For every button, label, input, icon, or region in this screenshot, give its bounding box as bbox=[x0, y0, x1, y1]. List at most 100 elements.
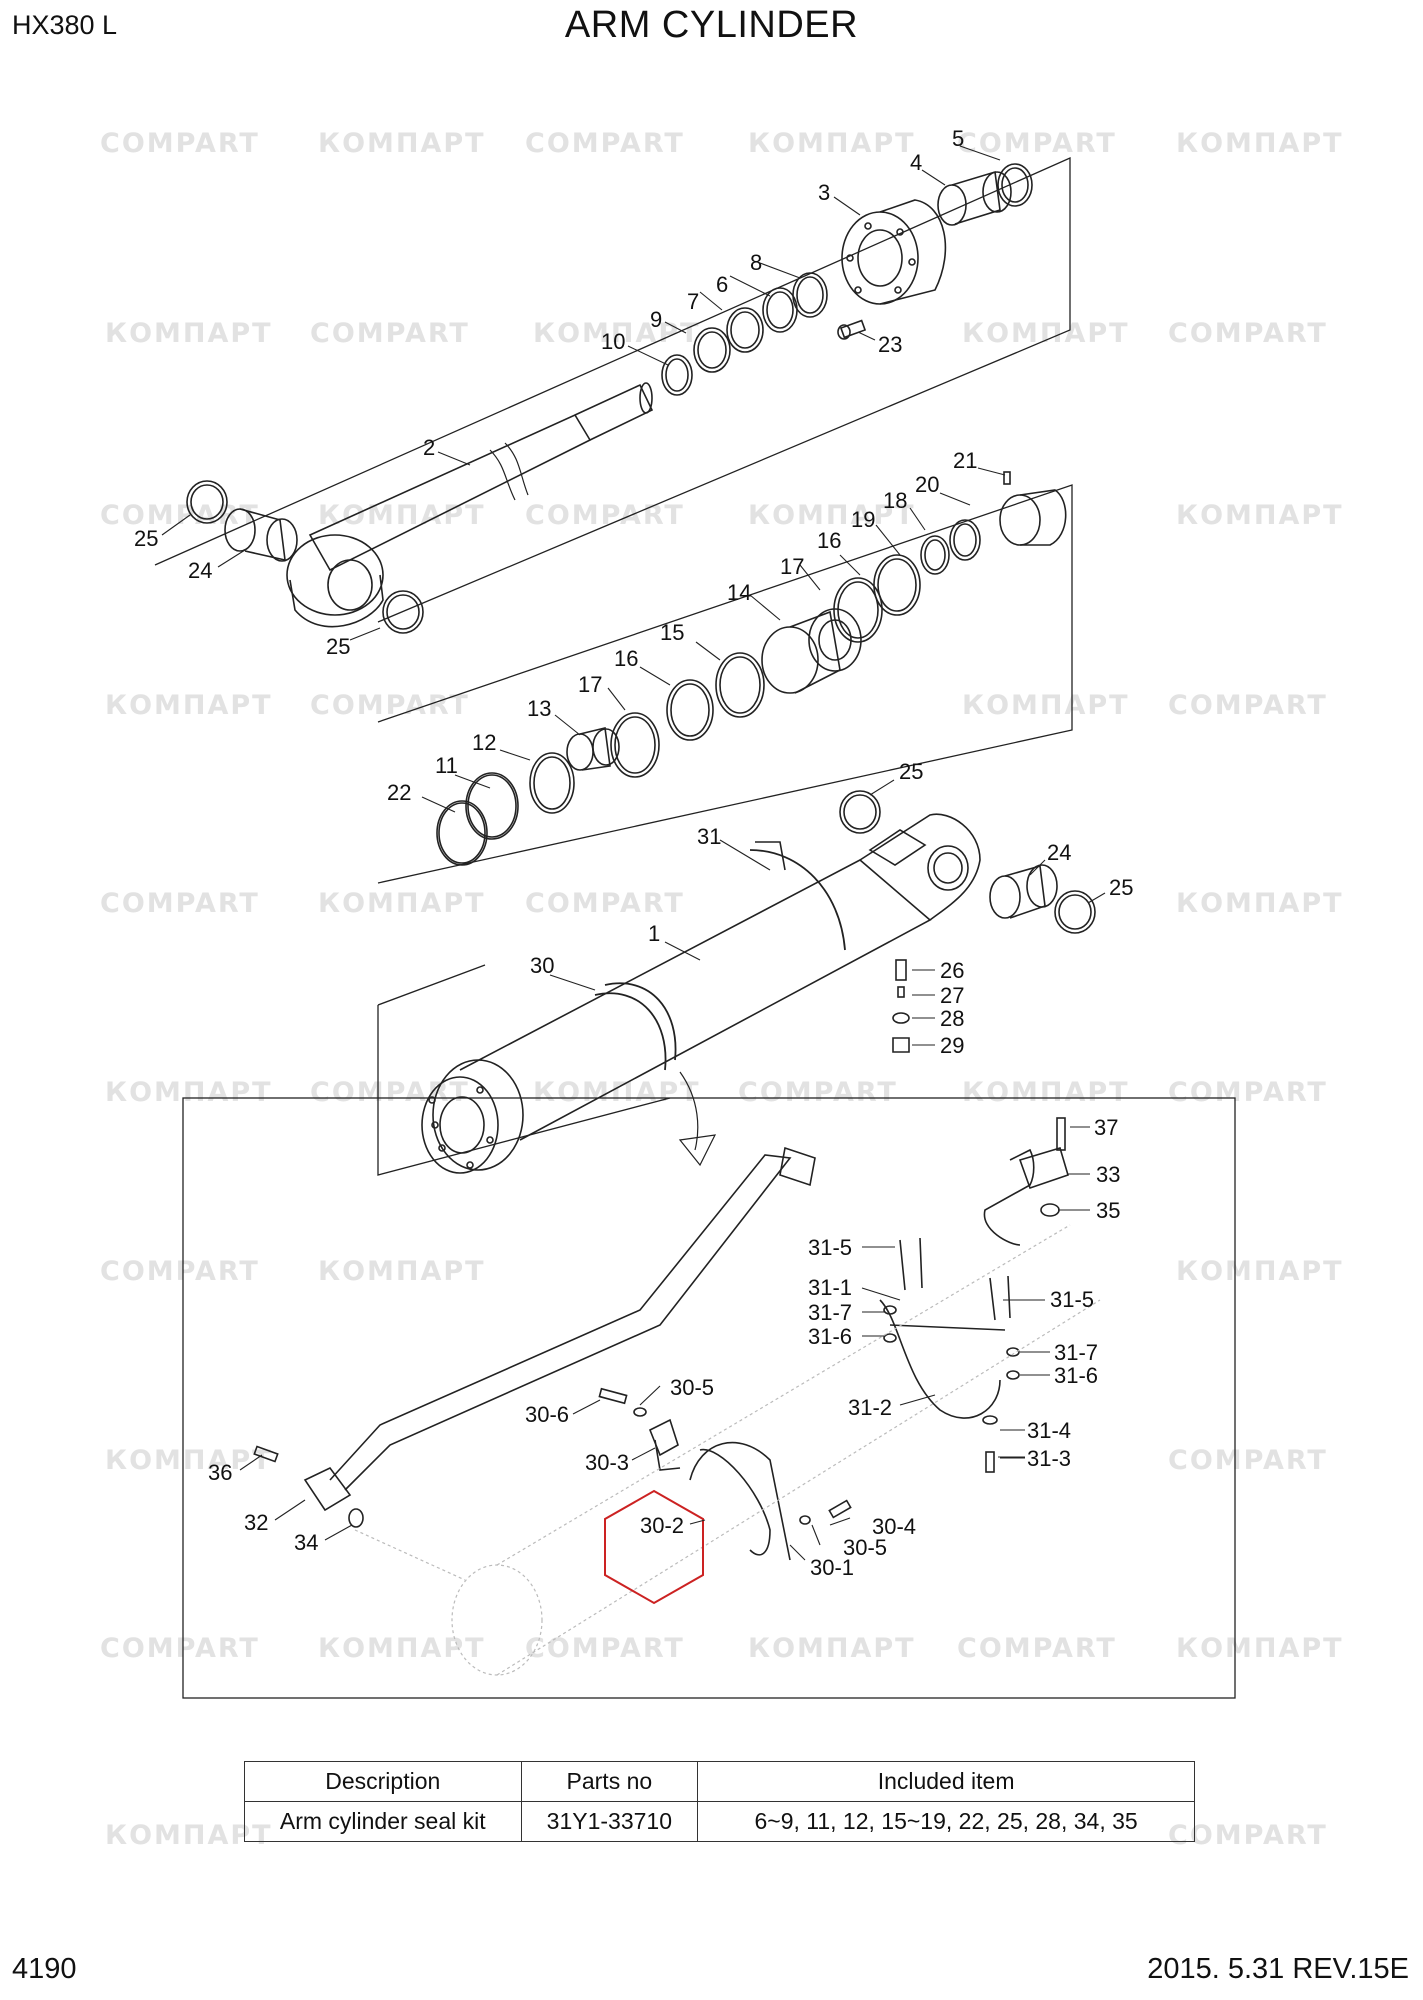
watermark-text: COMPART bbox=[525, 888, 685, 919]
rod-cover bbox=[841, 199, 947, 305]
callout: 23 bbox=[878, 332, 902, 357]
watermark-text: КОМПАРТ bbox=[318, 128, 486, 159]
watermark-text: КОМПАРТ bbox=[533, 1077, 701, 1108]
callout: 36 bbox=[208, 1460, 232, 1485]
callout: 1 bbox=[648, 921, 660, 946]
callout: 31-6 bbox=[808, 1324, 852, 1349]
highlight-hexagon bbox=[604, 1489, 704, 1605]
table-header-row: Description Parts no Included item bbox=[244, 1761, 1195, 1802]
callout: 16 bbox=[817, 528, 841, 553]
callout: 30-5 bbox=[843, 1535, 887, 1560]
watermark-text: COMPART bbox=[100, 888, 260, 919]
callout: 4 bbox=[910, 150, 922, 175]
callout: 2 bbox=[423, 435, 435, 460]
callout: 25 bbox=[134, 526, 158, 551]
callout: 30 bbox=[530, 953, 554, 978]
piston-assembly bbox=[436, 471, 1067, 866]
watermark-text: КОМПАРТ bbox=[318, 888, 486, 919]
clamp-31-detail bbox=[879, 1237, 1020, 1473]
watermark-text: COMPART bbox=[957, 1633, 1117, 1664]
watermark-text: COMPART bbox=[100, 128, 260, 159]
watermark-text: COMPART bbox=[525, 128, 685, 159]
callout: 30-4 bbox=[872, 1514, 916, 1539]
leader-lines bbox=[161, 145, 1106, 1561]
callout: 17 bbox=[780, 554, 804, 579]
clamp-band-30-31 bbox=[594, 841, 846, 1071]
callout: 25 bbox=[1109, 875, 1133, 900]
callout: 17 bbox=[578, 672, 602, 697]
revision-date: 2015. 5.31 REV.15E bbox=[1147, 1953, 1409, 1985]
callout: 27 bbox=[940, 983, 964, 1008]
callout: 30-6 bbox=[525, 1402, 569, 1427]
callout: 24 bbox=[188, 558, 212, 583]
callout: 31-4 bbox=[1027, 1418, 1071, 1443]
watermark-text: COMPART bbox=[1168, 318, 1328, 349]
watermark-text: КОМПАРТ bbox=[962, 1077, 1130, 1108]
cell-parts-no: 31Y1-33710 bbox=[520, 1801, 699, 1842]
callout: 31-1 bbox=[808, 1275, 852, 1300]
watermark-text: COMPART bbox=[1168, 1445, 1328, 1476]
watermark-text: КОМПАРТ bbox=[533, 318, 701, 349]
watermark-text: КОМПАРТ bbox=[105, 1077, 273, 1108]
callout: 9 bbox=[650, 307, 662, 332]
watermark-text: КОМПАРТ bbox=[1176, 1633, 1344, 1664]
callout: 7 bbox=[687, 289, 699, 314]
column-header-parts-no: Parts no bbox=[520, 1761, 699, 1802]
callout: 16 bbox=[614, 646, 638, 671]
watermark-text: КОМПАРТ bbox=[1176, 128, 1344, 159]
callout: 34 bbox=[294, 1530, 318, 1555]
callout: 15 bbox=[660, 620, 684, 645]
watermark-text: COMPART bbox=[100, 500, 260, 531]
bolt-23 bbox=[837, 319, 867, 340]
callout: 18 bbox=[883, 488, 907, 513]
watermark-text: КОМПАРТ bbox=[105, 690, 273, 721]
rod-end-bushing bbox=[186, 480, 424, 634]
grease-fittings-26-29 bbox=[892, 959, 910, 1053]
watermark-text: COMPART bbox=[310, 318, 470, 349]
callout: 21 bbox=[953, 448, 977, 473]
watermark-text: COMPART bbox=[738, 1077, 898, 1108]
callout: 31-5 bbox=[1050, 1287, 1094, 1312]
snap-ring-5 bbox=[997, 163, 1033, 207]
piston-rod bbox=[286, 382, 654, 628]
callout: 11 bbox=[435, 753, 458, 778]
column-header-included-item: Included item bbox=[697, 1761, 1195, 1802]
callout: 33 bbox=[1096, 1162, 1120, 1187]
pipe-flange-25-24 bbox=[839, 790, 1096, 934]
callout: 29 bbox=[940, 1033, 964, 1058]
watermark-text: КОМПАРТ bbox=[748, 500, 916, 531]
seal-rings-6-10 bbox=[661, 272, 828, 396]
callout: 26 bbox=[940, 958, 964, 983]
cell-included-item: 6~9, 11, 12, 15~19, 22, 25, 28, 34, 35 bbox=[697, 1801, 1195, 1842]
callout: 30-3 bbox=[585, 1450, 629, 1475]
callout: 37 bbox=[1094, 1115, 1118, 1140]
callout: 14 bbox=[727, 580, 751, 605]
callout: 30-1 bbox=[810, 1555, 854, 1580]
callout: 31-7 bbox=[808, 1300, 852, 1325]
watermark-text: КОМПАРТ bbox=[1176, 1256, 1344, 1287]
callout: 31 bbox=[697, 824, 721, 849]
watermark-text: КОМПАРТ bbox=[105, 1820, 273, 1851]
callout: 25 bbox=[326, 634, 350, 659]
watermark-text: КОМПАРТ bbox=[318, 1256, 486, 1287]
model-label: HX380 L bbox=[12, 10, 118, 40]
callout: 28 bbox=[940, 1006, 964, 1031]
callout: 31-7 bbox=[1054, 1340, 1098, 1365]
page-number: 4190 bbox=[12, 1953, 77, 1985]
table-row: Arm cylinder seal kit 31Y1-33710 6~9, 11… bbox=[244, 1801, 1195, 1842]
watermark-text: COMPART bbox=[525, 1633, 685, 1664]
cylinder-tube bbox=[421, 813, 981, 1174]
column-header-description: Description bbox=[244, 1761, 522, 1802]
arrow-indicator bbox=[678, 1071, 717, 1167]
watermark-text: COMPART bbox=[100, 1256, 260, 1287]
callout: 31-5 bbox=[808, 1235, 852, 1260]
callout: 10 bbox=[601, 329, 625, 354]
callout: 25 bbox=[899, 759, 923, 784]
callout: 30-2 bbox=[640, 1513, 684, 1538]
callout: 35 bbox=[1096, 1198, 1120, 1223]
callout: 31-2 bbox=[848, 1395, 892, 1420]
ghost-tube bbox=[354, 1224, 1101, 1676]
watermark-text: КОМПАРТ bbox=[962, 690, 1130, 721]
watermark-text: КОМПАРТ bbox=[318, 1633, 486, 1664]
callout: 13 bbox=[527, 696, 551, 721]
